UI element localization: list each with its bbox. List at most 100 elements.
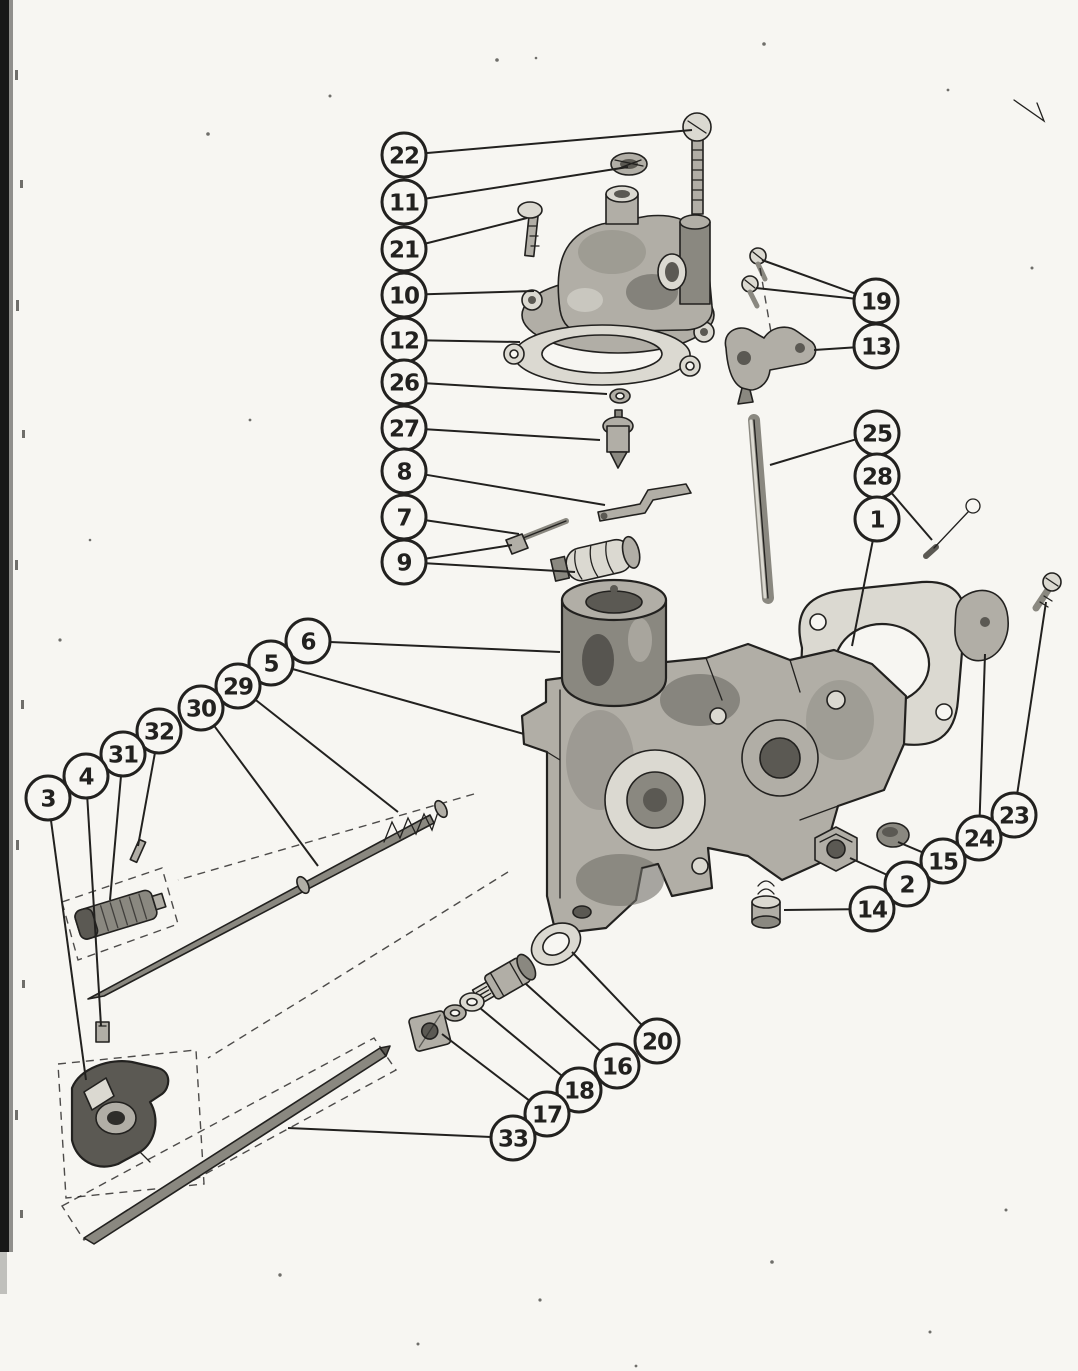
callout-label-23: 23 [999, 803, 1029, 829]
callout-label-9: 9 [396, 550, 411, 576]
callout-circle-1 [853, 495, 901, 543]
callout-circle-30 [177, 684, 225, 732]
leader-line-15 [897, 841, 924, 854]
callout-label-33: 33 [498, 1126, 528, 1152]
part-cover-plate [954, 589, 1009, 662]
part-float [505, 533, 641, 582]
part-filter-gauze [610, 152, 648, 176]
callout-circle-6 [284, 617, 332, 665]
part-plug [876, 822, 910, 848]
leader-line-29 [254, 698, 399, 813]
leader-line-16 [525, 983, 602, 1053]
callout-17: 17 [441, 1033, 571, 1138]
callout-22: 22 [380, 129, 693, 179]
callout-29: 29 [214, 662, 399, 813]
callout-label-3: 3 [40, 786, 55, 812]
callout-label-7: 7 [396, 505, 411, 531]
leader-line-12 [425, 339, 521, 343]
callout-label-26: 26 [389, 370, 419, 396]
callout-label-27: 27 [389, 416, 419, 442]
leader-line-5 [291, 667, 525, 735]
callout-circle-33 [489, 1114, 537, 1162]
callout-label-20: 20 [642, 1029, 672, 1055]
callout-label-4: 4 [78, 764, 93, 790]
part-throttle-rod [748, 414, 774, 604]
part-air-horn [560, 578, 668, 708]
part-union-gasket [530, 922, 582, 966]
callout-label-13: 13 [861, 334, 891, 360]
part-control-rod [83, 1045, 391, 1245]
callout-label-14: 14 [857, 897, 887, 923]
callout-3: 3 [24, 774, 87, 1081]
callout-27: 27 [380, 404, 601, 452]
callout-31: 31 [99, 730, 147, 901]
callout-33: 33 [287, 1114, 537, 1162]
dashed-box-cable [61, 867, 179, 961]
leader-line-17 [441, 1033, 531, 1102]
callout-label-22: 22 [389, 143, 419, 169]
callout-circle-4 [62, 752, 110, 800]
callout-label-31: 31 [108, 742, 138, 768]
callout-circle-14 [848, 885, 896, 933]
callout-12: 12 [380, 316, 521, 364]
callout-14: 14 [783, 885, 896, 933]
leader-line-23 [1016, 601, 1047, 794]
part-throttle-lever [724, 326, 817, 405]
leader-line-25 [769, 438, 857, 466]
leader-line-26 [425, 382, 608, 395]
callout-circle-23 [990, 791, 1038, 839]
callout-30: 30 [177, 684, 319, 867]
part-small-washer [609, 388, 631, 404]
callout-10: 10 [380, 271, 535, 319]
part-spring [383, 799, 448, 843]
leader-line-13 [813, 346, 855, 351]
callout-label-17: 17 [532, 1102, 562, 1128]
part-square-nut [408, 1010, 452, 1052]
scan-binding-bar [0, 0, 25, 1294]
callout-11: 11 [380, 166, 629, 226]
leader-line-9 [425, 544, 513, 560]
callout-label-18: 18 [564, 1078, 594, 1104]
part-needle-valve [602, 409, 634, 469]
callout-26: 26 [380, 358, 608, 406]
callout-circle-8 [380, 447, 428, 495]
callout-circle-29 [214, 662, 262, 710]
callout-circle-3 [24, 774, 72, 822]
leader-line-10 [425, 290, 535, 296]
leader-line-20 [571, 951, 643, 1026]
callout-circle-17 [523, 1090, 571, 1138]
part-pivot-pin [95, 1021, 110, 1043]
leader-line-31 [109, 775, 122, 901]
callout-28: 28 [853, 452, 933, 541]
callout-label-32: 32 [144, 719, 174, 745]
callout-label-2: 2 [899, 872, 914, 898]
callout-circle-20 [633, 1017, 681, 1065]
leader-line-28 [890, 492, 933, 541]
leader-line-19 [761, 259, 856, 295]
leader-line-7 [425, 519, 520, 535]
callout-circle-24 [955, 814, 1003, 862]
callout-label-12: 12 [389, 328, 419, 354]
callout-layer: 2211211012262787919132528165293032314323… [24, 129, 1047, 1162]
callout-circle-2 [883, 860, 931, 908]
callout-label-28: 28 [862, 464, 892, 490]
callout-label-24: 24 [964, 826, 994, 852]
part-float-arm [597, 483, 692, 522]
callout-label-15: 15 [928, 849, 958, 875]
callout-label-16: 16 [602, 1054, 632, 1080]
callout-label-6: 6 [300, 629, 315, 655]
leader-line-3 [49, 819, 87, 1081]
callout-13: 13 [813, 322, 900, 370]
callout-label-5: 5 [263, 651, 278, 677]
part-washers [443, 992, 485, 1022]
part-main-body [520, 642, 908, 936]
leader-line-33 [287, 1127, 492, 1138]
leader-line-14 [783, 908, 851, 911]
callout-circle-26 [380, 358, 428, 406]
callout-4: 4 [62, 752, 110, 1027]
part-jet-nut [814, 826, 858, 872]
callout-8: 8 [380, 447, 606, 506]
callout-9: 9 [380, 538, 576, 586]
